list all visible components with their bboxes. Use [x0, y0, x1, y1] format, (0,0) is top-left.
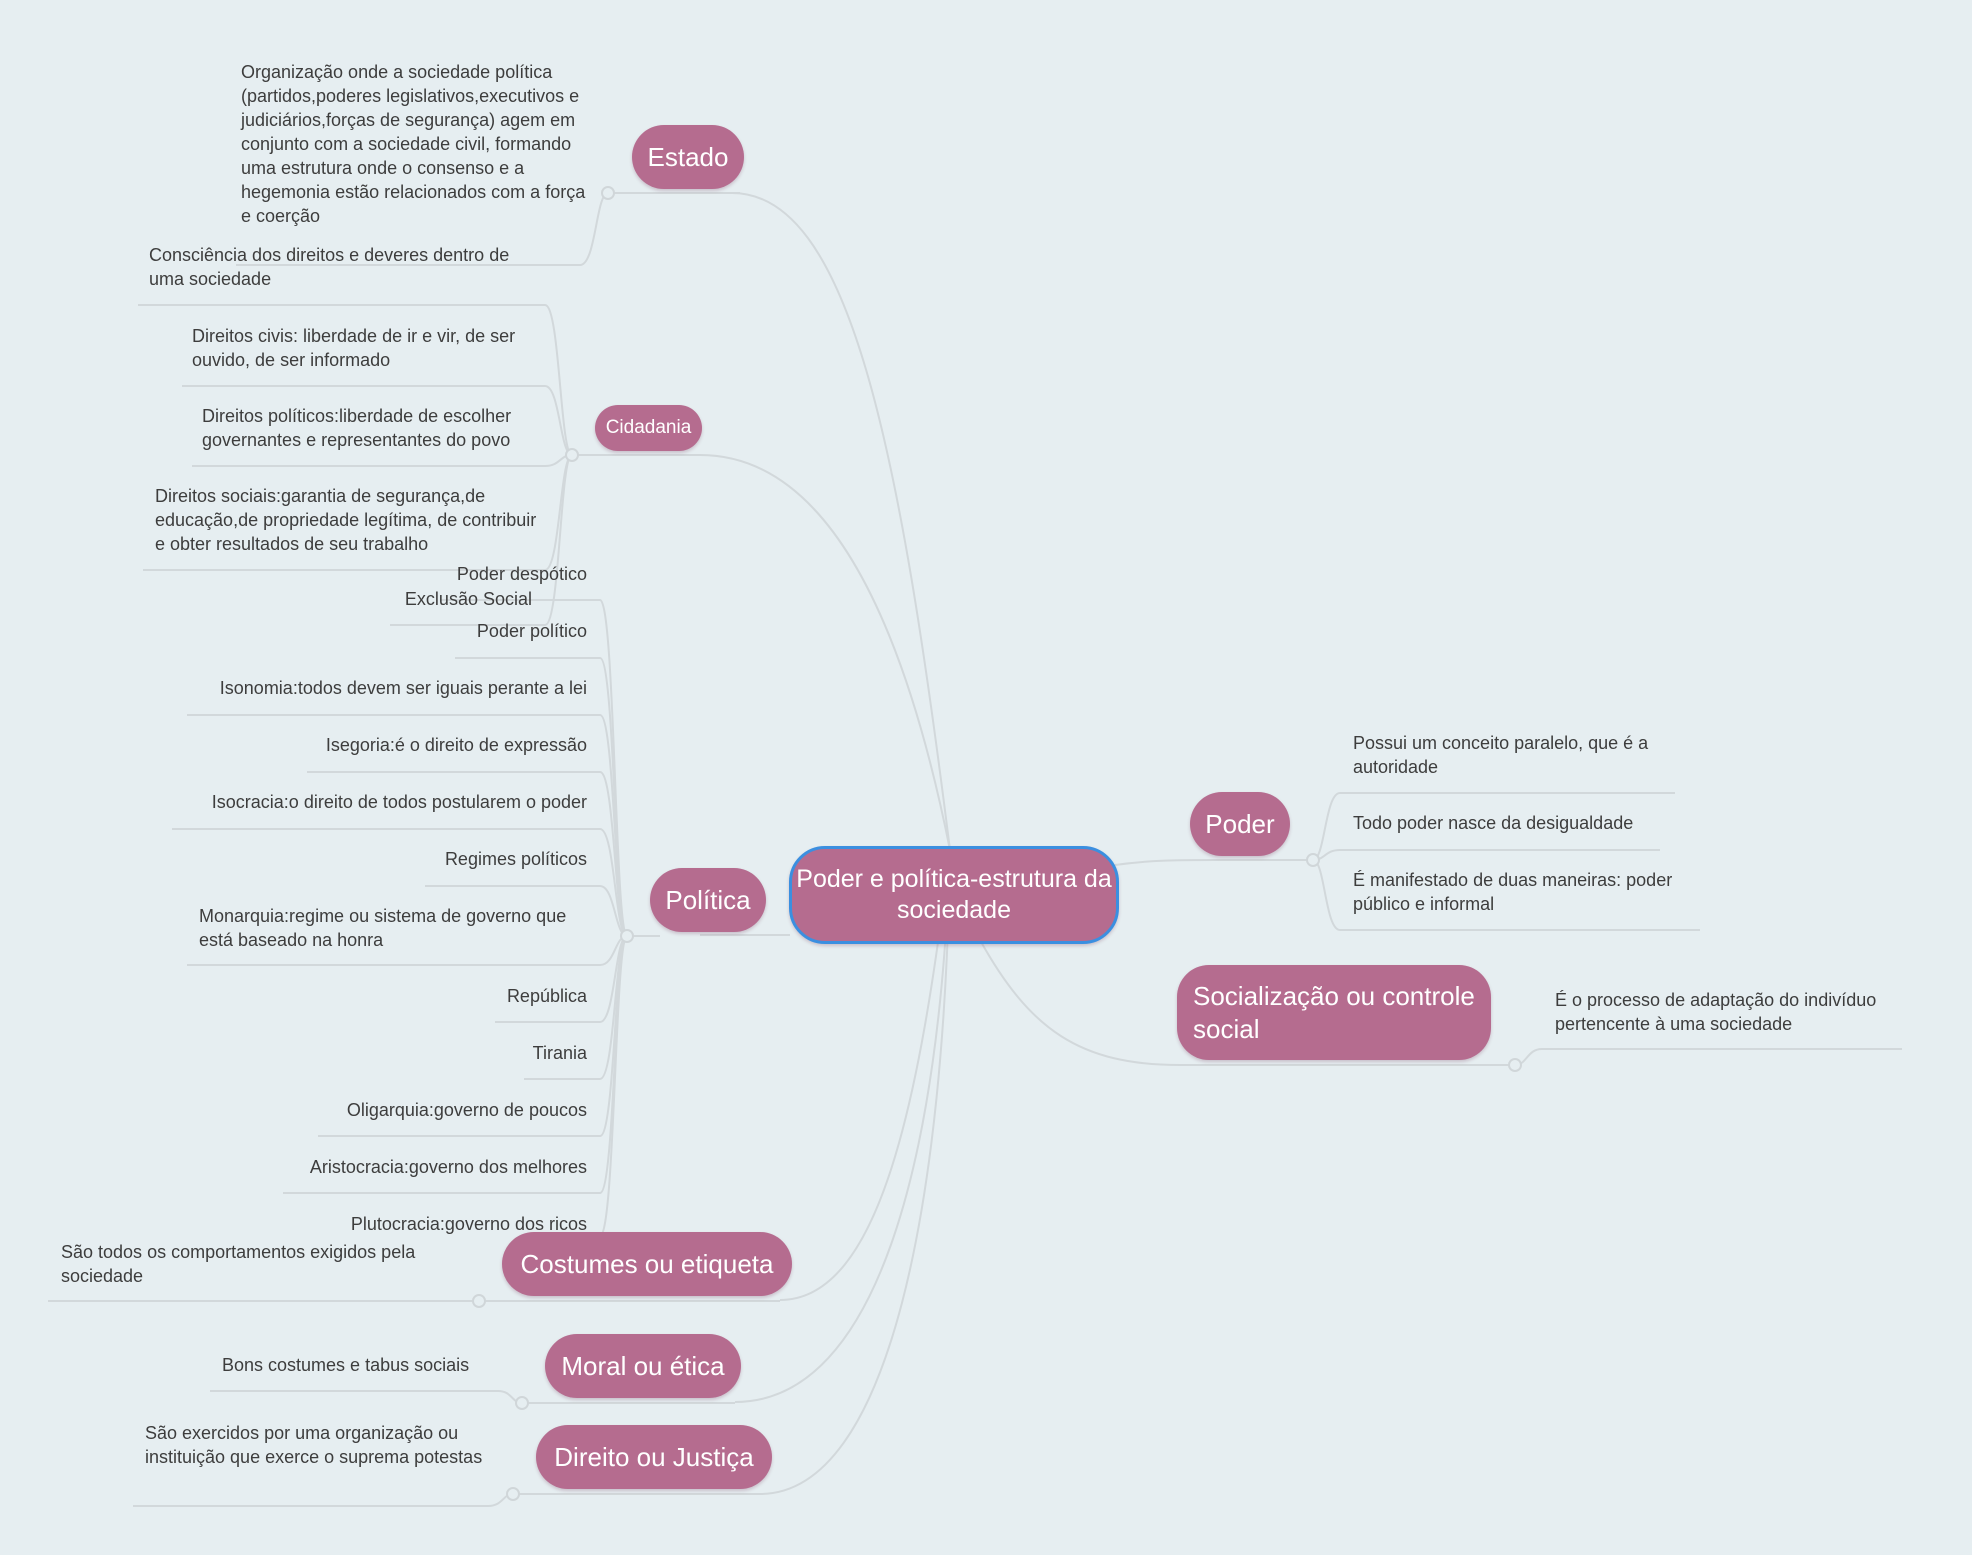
- leaf-politica-monarquia[interactable]: Monarquia:regime ou sistema de governo q…: [199, 906, 567, 950]
- leaf-socializacao-definition[interactable]: É o processo de adaptação do indivíduo p…: [1555, 990, 1877, 1034]
- leaf-poder-desigualdade[interactable]: Todo poder nasce da desigualdade: [1353, 813, 1634, 833]
- topic-socializacao-label: Socialização ou controle social: [1193, 981, 1475, 1044]
- leaf-estado-definition[interactable]: Organização onde a sociedade política (p…: [241, 62, 586, 226]
- leaf-costumes-definition[interactable]: São todos os comportamentos exigidos pel…: [61, 1242, 416, 1286]
- connector-central-moral: [734, 849, 951, 1403]
- leaf-moral-definition[interactable]: Bons costumes e tabus sociais: [222, 1355, 470, 1375]
- leaf-politica-poder-despotico[interactable]: Poder despótico: [456, 564, 587, 584]
- leaf-politica-plutocracia[interactable]: Plutocracia:governo dos ricos: [350, 1214, 587, 1234]
- topic-politica-label: Política: [665, 884, 751, 915]
- topic-estado-label: Estado: [647, 141, 729, 172]
- leaf-cidadania-exclusao-social[interactable]: Exclusão Social: [404, 589, 532, 609]
- leaf-cidadania-direitos-civis[interactable]: Direitos civis: liberdade de ir e vir, d…: [192, 326, 516, 370]
- leaf-politica-regimes-politicos[interactable]: Regimes políticos: [444, 849, 587, 869]
- leaf-direito-definition[interactable]: São exercidos por uma organização ou ins…: [145, 1423, 483, 1467]
- topic-direito-label: Direito ou Justiça: [554, 1441, 754, 1472]
- topic-estado[interactable]: Estado: [632, 125, 744, 189]
- leaf-politica-poder-politico[interactable]: Poder político: [476, 621, 587, 641]
- leaf-politica-aristocracia[interactable]: Aristocracia:governo dos melhores: [309, 1157, 587, 1177]
- topic-direito[interactable]: Direito ou Justiça: [536, 1425, 772, 1489]
- connector-central-direito: [759, 849, 951, 1495]
- leaf-poder-duas-maneiras[interactable]: É manifestado de duas maneiras: poder pú…: [1353, 870, 1673, 914]
- topic-costumes-label: Costumes ou etiqueta: [520, 1248, 774, 1279]
- leaf-cidadania-direitos-politicos[interactable]: Direitos políticos:liberdade de escolher…: [202, 406, 512, 450]
- topic-moral-label: Moral ou ética: [561, 1350, 725, 1381]
- leaf-politica-isegoria[interactable]: Isegoria:é o direito de expressão: [325, 735, 587, 755]
- connector-central-poder: [1114, 859, 1216, 866]
- leaf-cidadania-direitos-sociais[interactable]: Direitos sociais:garantia de segurança,d…: [155, 486, 537, 554]
- leaf-politica-republica[interactable]: República: [506, 986, 587, 1006]
- leaf-politica-isocracia[interactable]: Isocracia:o direito de todos postularem …: [211, 792, 587, 812]
- connector-central-costumes: [779, 849, 951, 1301]
- leaf-poder-conceito-paralelo[interactable]: Possui um conceito paralelo, que é a aut…: [1353, 733, 1649, 777]
- connector-central-cidadania: [699, 454, 951, 851]
- topic-moral[interactable]: Moral ou ética: [545, 1334, 741, 1398]
- leaf-politica-oligarquia[interactable]: Oligarquia:governo de poucos: [346, 1100, 587, 1120]
- leaf-politica-tirania[interactable]: Tirania: [532, 1043, 587, 1063]
- central-topic[interactable]: Poder e política-estrutura da sociedade: [789, 846, 1119, 944]
- leaf-politica-isonomia[interactable]: Isonomia:todos devem ser iguais perante …: [219, 678, 587, 698]
- topic-costumes[interactable]: Costumes ou etiqueta: [502, 1232, 792, 1296]
- topic-poder[interactable]: Poder: [1190, 792, 1290, 856]
- connector-central-estado: [729, 191, 951, 851]
- connector-central-socializacao: [979, 939, 1181, 1066]
- topic-socializacao[interactable]: Socialização ou controle social: [1177, 965, 1491, 1060]
- topic-cidadania[interactable]: Cidadania: [595, 405, 702, 451]
- topic-politica[interactable]: Política: [650, 868, 766, 932]
- topic-poder-label: Poder: [1205, 808, 1275, 839]
- central-topic-label: Poder e política-estrutura da sociedade: [796, 864, 1112, 924]
- leaf-cidadania-consciencia[interactable]: Consciência dos direitos e deveres dentr…: [149, 245, 510, 289]
- topic-cidadania-label: Cidadania: [605, 417, 692, 439]
